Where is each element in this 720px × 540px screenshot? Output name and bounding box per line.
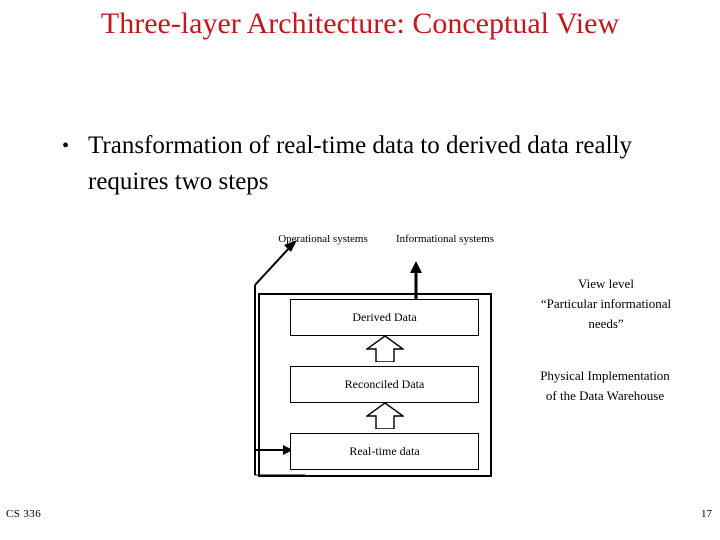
- label-operational-systems: Operational systems: [263, 231, 383, 247]
- caption-view-level-line1: View level: [578, 276, 634, 291]
- caption-physical-line2: of the Data Warehouse: [545, 388, 665, 403]
- caption-view-level-line3: needs”: [588, 316, 624, 331]
- data-warehouse-container-box: [258, 293, 492, 477]
- footer-page-number: 17: [701, 508, 712, 520]
- label-informational-systems-text: Informational systems: [395, 233, 495, 245]
- layer-label-reconciled-data: Reconciled Data: [344, 377, 425, 391]
- bullet-text: Transformation of real-time data to deri…: [88, 132, 633, 195]
- layer-label-real-time-data: Real-time data: [349, 444, 420, 458]
- three-layer-architecture-diagram: Operational systems Informational system…: [245, 225, 500, 487]
- layer-box-derived-data[interactable]: Derived Data: [290, 299, 479, 336]
- bullet-marker-icon: •: [62, 135, 70, 157]
- caption-physical-line1: Physical Implementation: [540, 368, 670, 383]
- derived-to-informational-arrow: [410, 261, 422, 301]
- footer-course-label: CS 336: [6, 508, 42, 520]
- caption-physical-implementation: Physical Implementation of the Data Ware…: [498, 366, 712, 406]
- caption-view-level-line2: “Particular informational: [540, 296, 672, 311]
- layer-label-derived-data: Derived Data: [352, 310, 417, 324]
- page-title: Three-layer Architecture: Conceptual Vie…: [100, 7, 620, 40]
- reconciled-to-derived-block-arrow: [366, 335, 404, 362]
- caption-view-level: View level “Particular informational nee…: [500, 274, 712, 334]
- layer-box-reconciled-data[interactable]: Reconciled Data: [290, 366, 479, 403]
- label-operational-systems-text: Operational systems: [278, 233, 368, 245]
- layer-box-real-time-data[interactable]: Real-time data: [290, 433, 479, 470]
- label-informational-systems: Informational systems: [385, 231, 505, 247]
- realtime-to-reconciled-block-arrow: [366, 402, 404, 429]
- bullet-list-item: • Transformation of real-time data to de…: [58, 128, 662, 200]
